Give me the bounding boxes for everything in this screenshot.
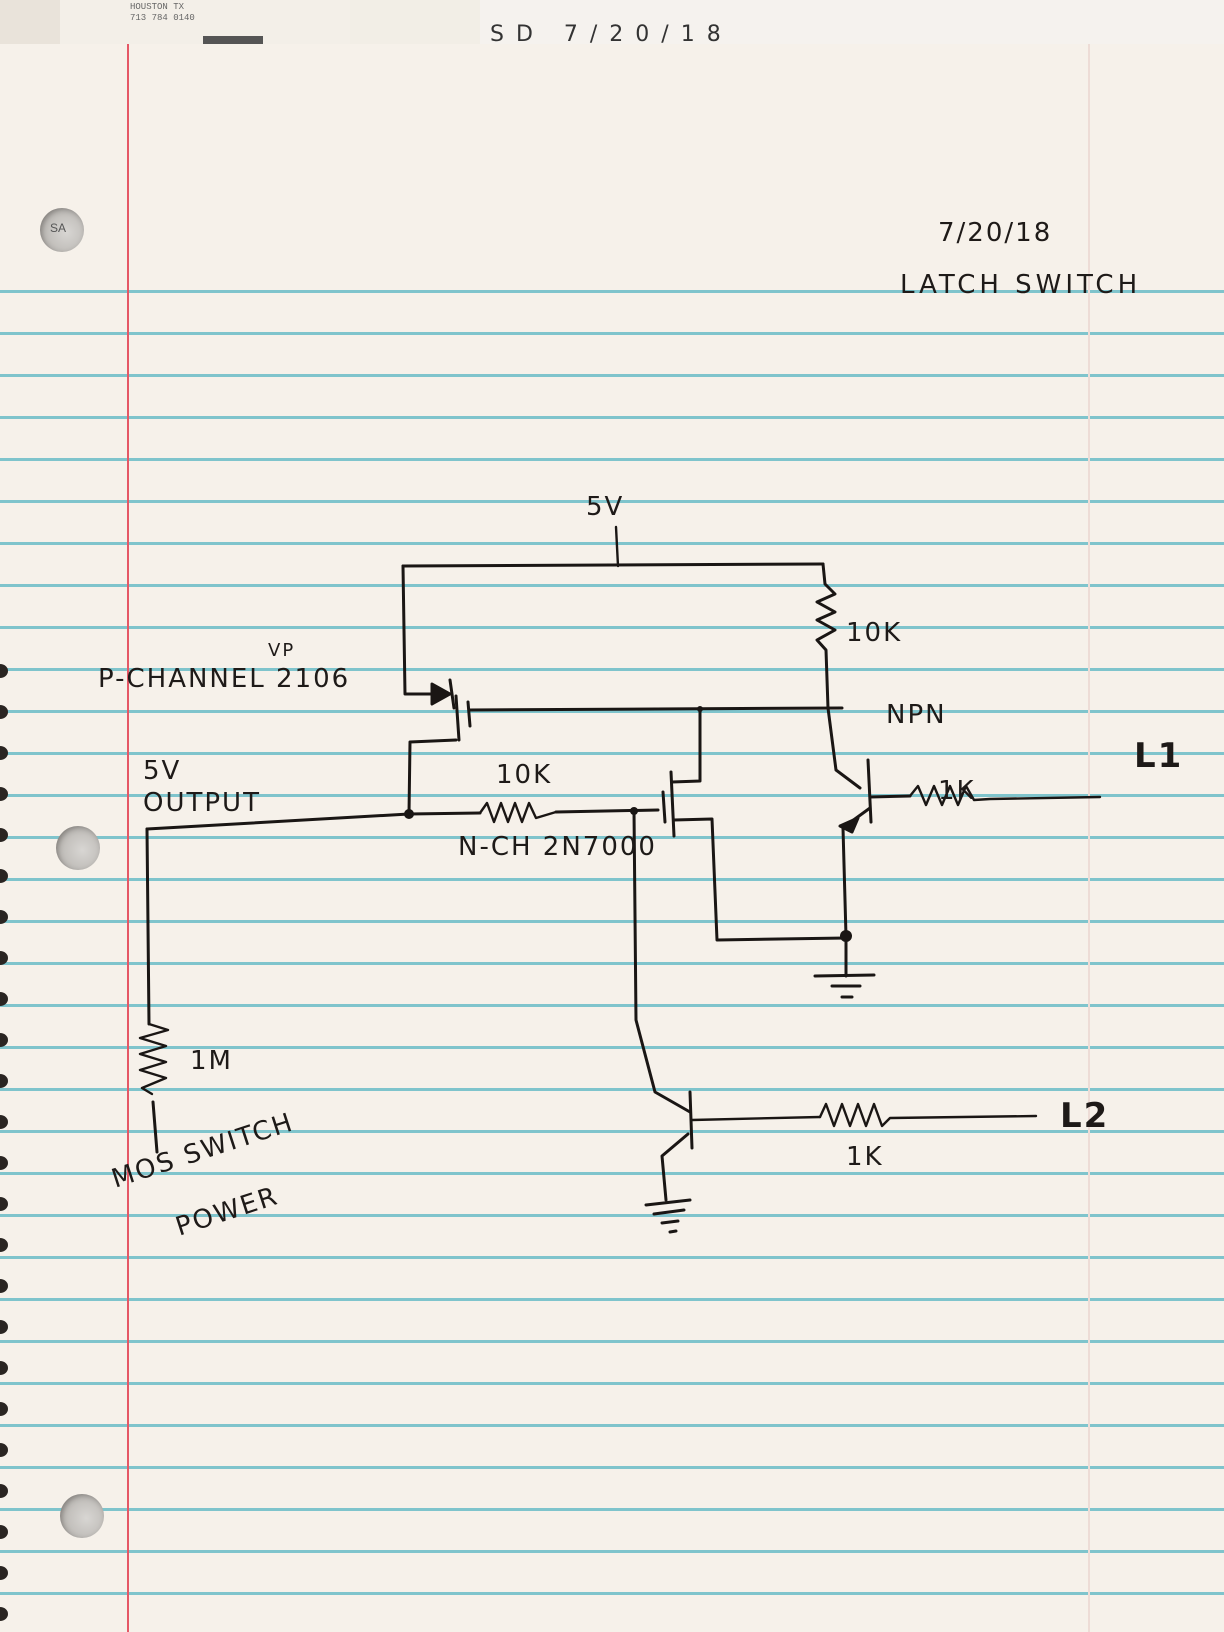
spiral-ring <box>0 1402 8 1416</box>
bleed-resistor-1m <box>138 1022 170 1096</box>
pmos-drain-wire <box>407 738 458 816</box>
pmos-channel <box>454 694 461 742</box>
nmos-gate-wire <box>554 808 660 814</box>
hole-label: SA <box>50 221 67 235</box>
npn-top-base-lead <box>868 794 912 799</box>
ground-bottom-bar-2 <box>652 1208 686 1216</box>
spiral-ring <box>0 1156 8 1170</box>
spiral-ring <box>0 1443 8 1457</box>
l2-resistor-label: 1K <box>846 1142 884 1172</box>
pmos-label: P-CHANNEL 2106 <box>98 664 351 694</box>
npn-bottom-emitter-wire <box>660 1132 690 1202</box>
nmos-drain-wire <box>670 706 702 784</box>
spiral-ring <box>0 1525 8 1539</box>
spiral-ring <box>0 1320 8 1334</box>
page-fold-line <box>1088 44 1090 1632</box>
spiral-ring <box>0 705 8 719</box>
supply-5v-label: 5V <box>586 492 625 522</box>
output-label-line1: 5V <box>143 756 182 786</box>
receipt-text: HOUSTON TX 713 784 0140 <box>130 2 195 23</box>
top-rail <box>401 562 825 568</box>
pullup-resistor-10k <box>815 562 837 710</box>
date-label: 7/20/18 <box>938 218 1053 248</box>
npn-top-emitter-arrow-icon <box>838 816 860 834</box>
ground-bottom-bar-4 <box>668 1229 678 1234</box>
spiral-ring <box>0 1607 8 1621</box>
l1-input-label: L1 <box>1134 736 1184 776</box>
pmos-gate-plate <box>466 700 472 728</box>
backdrop-note-page: SD 7/20/18 <box>480 0 1224 50</box>
punch-hole-top: SA <box>40 208 84 252</box>
l2-input-label: L2 <box>1060 1096 1110 1136</box>
receipt-barcode-strip <box>203 36 263 44</box>
output-drop-wire <box>145 827 151 1026</box>
npn-bottom-base-lead <box>690 1115 822 1122</box>
ground-top-bar-1 <box>813 973 876 978</box>
sheet-header-space <box>0 44 1224 256</box>
spiral-ring <box>0 1361 8 1375</box>
mos-switch-power-lead <box>151 1100 159 1154</box>
ground-bottom-bar-1 <box>644 1198 692 1207</box>
npn-top-base-bar <box>866 758 873 824</box>
output-label-line2: OUTPUT <box>143 788 261 818</box>
pmos-source-wire <box>401 564 442 696</box>
spiral-ring <box>0 951 8 965</box>
spiral-ring <box>0 869 8 883</box>
output-line <box>145 812 411 831</box>
pmos-gate-wire <box>468 706 844 712</box>
l1-resistor-label: 1K <box>938 776 976 806</box>
l2-resistor-1k <box>818 1102 1038 1128</box>
gate-resistor-10k <box>478 801 558 824</box>
l1-resistor-1k <box>908 784 1102 807</box>
backdrop-paper <box>350 0 480 50</box>
npn-bottom-collector-wire <box>632 809 692 1114</box>
pmos-annotation: VP <box>268 640 296 661</box>
punch-hole-middle <box>56 826 100 870</box>
nmos-source-wire <box>672 817 848 942</box>
spiral-ring <box>0 1279 8 1293</box>
npn-top-emitter-wire <box>841 826 848 938</box>
margin-line <box>127 44 129 1632</box>
backdrop-receipt: HOUSTON TX 713 784 0140 <box>60 0 350 50</box>
spiral-ring <box>0 1484 8 1498</box>
spiral-ring <box>0 787 8 801</box>
punch-hole-bottom <box>60 1494 104 1538</box>
pmos-arrow-tail <box>448 678 456 710</box>
spiral-ring <box>0 910 8 924</box>
drain-gate-junction <box>697 706 703 712</box>
npn-top-collector <box>826 706 862 790</box>
gate-resistor-label: 10K <box>496 760 553 790</box>
notebook-sheet: SA <box>0 44 1224 1632</box>
spiral-ring <box>0 1033 8 1047</box>
spiral-ring <box>0 1197 8 1211</box>
pullup-resistor-label: 10K <box>846 618 903 648</box>
pmos-arrow-icon <box>430 682 452 706</box>
spiral-ring <box>0 746 8 760</box>
backdrop-scribble: SD 7/20/18 <box>490 22 733 47</box>
spiral-ring <box>0 1566 8 1580</box>
page-title: LATCH SWITCH <box>900 270 1142 300</box>
bleed-resistor-label: 1M <box>190 1046 233 1076</box>
spiral-ring <box>0 1074 8 1088</box>
spiral-ring <box>0 828 8 842</box>
gate-resistor-lead-left <box>407 811 482 816</box>
ground-bottom-bar-3 <box>660 1219 680 1225</box>
nmos-label: N-CH 2N7000 <box>458 832 657 862</box>
spiral-ring <box>0 664 8 678</box>
supply-stub <box>614 525 620 568</box>
nmos-gate-plate <box>661 790 667 824</box>
npn-top-label: NPN <box>886 700 947 730</box>
spiral-ring <box>0 1115 8 1129</box>
spiral-ring <box>0 1238 8 1252</box>
spiral-ring <box>0 992 8 1006</box>
